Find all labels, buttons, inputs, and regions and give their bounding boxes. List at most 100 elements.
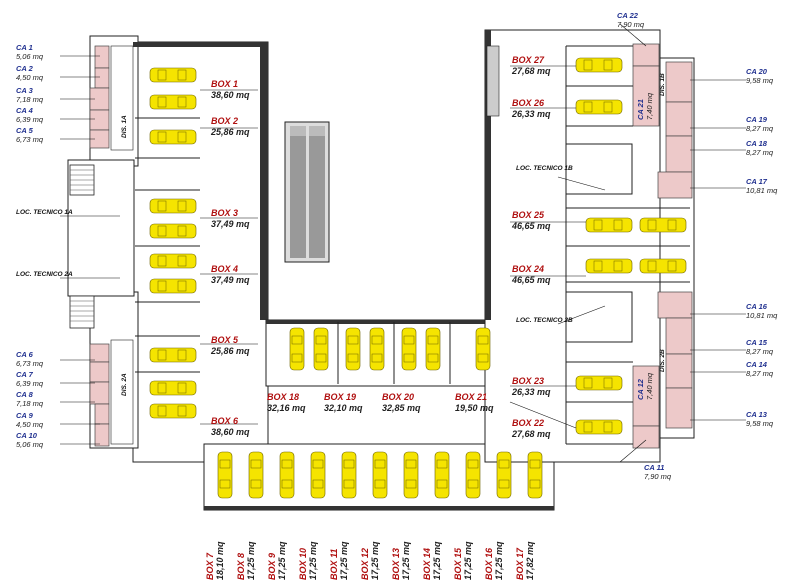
left-wing-top-wall <box>133 42 268 47</box>
ca15-area: 8,27 mq <box>746 347 774 356</box>
ca10-area: 5,06 mq <box>16 440 44 449</box>
box19-label: BOX 19 <box>324 392 356 402</box>
box2-label: BOX 2 <box>211 116 238 126</box>
ca2-area: 4,50 mq <box>16 73 44 82</box>
box14-label: BOX 14 <box>422 548 432 580</box>
car <box>639 258 687 274</box>
cellar-ca9 <box>94 403 110 425</box>
left-stairs-bottom <box>69 295 95 329</box>
car <box>313 327 329 371</box>
ca3-area: 7,18 mq <box>16 95 44 104</box>
loc-tecnico-1b-room <box>565 143 633 195</box>
box7-area: 18,10 mq <box>215 541 225 580</box>
ca20-label: CA 20 <box>746 67 768 76</box>
box8-area: 17,25 mq <box>246 541 256 580</box>
box25-area: 46,65 mq <box>511 221 551 231</box>
ca13-area: 9,58 mq <box>746 419 774 428</box>
cellar-ca6 <box>89 343 110 363</box>
car <box>217 451 233 499</box>
box22-label: BOX 22 <box>512 418 544 428</box>
loc-tecnico-1b-line1: LOC. TECNICO 1B <box>516 165 573 172</box>
ca16-area: 10,81 mq <box>746 311 778 320</box>
ca4-area: 6,39 mq <box>16 115 44 124</box>
ca8-area: 7,18 mq <box>16 399 44 408</box>
box20-area: 32,85 mq <box>382 403 421 413</box>
box18-area: 32,16 mq <box>267 403 306 413</box>
box2-area: 25,86 mq <box>210 127 250 137</box>
box27-label: BOX 27 <box>512 55 545 65</box>
loc-tecnico-2a-label: LOC. TECNICO 2A <box>16 271 73 278</box>
box26-area: 26,33 mq <box>511 109 551 119</box>
car <box>575 99 623 115</box>
car <box>425 327 441 371</box>
box4-area: 37,49 mq <box>211 275 250 285</box>
car <box>341 451 357 499</box>
loc-tecnico-1b-label: LOC. TECNICO 1B <box>516 165 573 172</box>
ca6-label: CA 6 <box>16 350 34 359</box>
box15-area: 17,25 mq <box>463 541 473 580</box>
box9-label: BOX 9 <box>267 553 277 580</box>
loc-tecnico-2b-label: LOC. TECNICO 2B <box>516 317 573 324</box>
cellar-ca2 <box>94 67 110 89</box>
car <box>149 347 197 363</box>
ca12-area: 7,40 mq <box>645 372 654 400</box>
cellar-ca14 <box>665 353 693 389</box>
box6-area: 38,60 mq <box>211 427 250 437</box>
cellar-ca19 <box>665 101 693 137</box>
box5-label: BOX 5 <box>211 335 239 345</box>
ca14-area: 8,27 mq <box>746 369 774 378</box>
ca8-label: CA 8 <box>16 390 34 399</box>
car <box>310 451 326 499</box>
box13-area: 17,25 mq <box>401 541 411 580</box>
ca6-area: 6,73 mq <box>16 359 44 368</box>
box23-area: 26,33 mq <box>511 387 551 397</box>
ca11-area: 7,90 mq <box>644 472 672 481</box>
loc-tecnico-1a-label: LOC. TECNICO 1A <box>16 209 73 216</box>
box24-area: 46,65 mq <box>511 275 551 285</box>
car <box>527 451 543 499</box>
ca14-label: CA 14 <box>746 360 768 369</box>
cars-vertical <box>217 327 543 499</box>
cellar-ca4 <box>89 109 110 131</box>
car <box>434 451 450 499</box>
ca19-label: CA 19 <box>746 115 768 124</box>
cellar-ca17 <box>657 171 693 199</box>
car <box>639 217 687 233</box>
box22-area: 27,68 mq <box>511 429 551 439</box>
box21-area: 19,50 mq <box>455 403 494 413</box>
corridor-dis2a <box>110 339 134 445</box>
car <box>149 253 197 269</box>
ca9-area: 4,50 mq <box>16 420 44 429</box>
cellar-ca21 <box>632 65 660 127</box>
ca19-area: 8,27 mq <box>746 124 774 133</box>
ca18-label: CA 18 <box>746 139 768 148</box>
box9-area: 17,25 mq <box>277 541 287 580</box>
dis-1b-label: DIS. 1B <box>659 73 666 96</box>
box3-label: BOX 3 <box>211 208 238 218</box>
ca5-label: CA 5 <box>16 126 34 135</box>
ca11-label: CA 11 <box>644 463 664 472</box>
car <box>575 375 623 391</box>
car <box>585 217 633 233</box>
cellar-ca18 <box>665 135 693 173</box>
box13-label: BOX 13 <box>391 548 401 580</box>
ca7-label: CA 7 <box>16 370 34 379</box>
cellar-ca22 <box>632 43 660 67</box>
car <box>149 223 197 239</box>
box23-label: BOX 23 <box>512 376 544 386</box>
ca21-label: CA 21 <box>636 99 645 120</box>
box11-area: 17,25 mq <box>339 541 349 580</box>
car <box>345 327 361 371</box>
ca18-area: 8,27 mq <box>746 148 774 157</box>
right-wing <box>484 29 695 463</box>
ca1-label: CA 1 <box>16 43 33 52</box>
dis-1a-label: DIS. 1A <box>121 115 128 138</box>
cellar-ca8 <box>89 381 110 405</box>
car <box>149 198 197 214</box>
cellar-ca16 <box>657 291 693 319</box>
ca4-label: CA 4 <box>16 106 34 115</box>
car <box>465 451 481 499</box>
left-stairs-top <box>69 164 95 196</box>
box3-area: 37,49 mq <box>211 219 250 229</box>
box6-label: BOX 6 <box>211 416 239 426</box>
